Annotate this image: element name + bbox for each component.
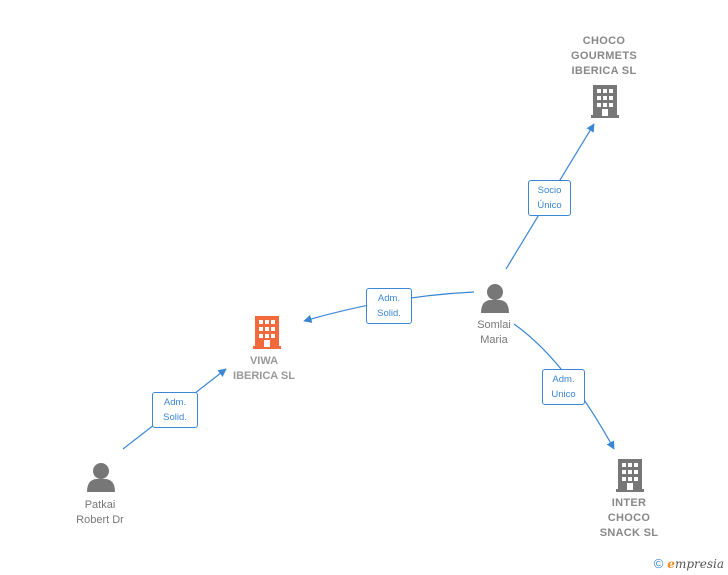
edge-label-adm-unico: Adm. Unico xyxy=(542,369,585,405)
building-icon[interactable] xyxy=(616,459,644,492)
company-label-viwa-iberica[interactable]: VIWA IBERICA SL xyxy=(233,355,295,382)
copyright-icon: © xyxy=(653,556,664,571)
person-label-somlai-maria[interactable]: Somlai Maria xyxy=(477,319,511,346)
building-icon[interactable] xyxy=(591,85,619,118)
person-label-patkai-robert[interactable]: Patkai Robert Dr xyxy=(76,499,124,526)
person-icon[interactable] xyxy=(87,463,115,492)
edge-label-adm-solid-somlai: Adm. Solid. xyxy=(366,288,412,324)
brand-logo: empresia xyxy=(667,556,724,571)
company-label-inter-choco[interactable]: INTER CHOCO SNACK SL xyxy=(599,497,659,539)
footer-brand[interactable]: © empresia xyxy=(654,556,724,571)
edge-label-adm-solid-patkai: Adm. Solid. xyxy=(152,392,198,428)
building-icon[interactable] xyxy=(253,316,281,349)
company-label-choco-gourmets[interactable]: CHOCO GOURMETS IBERICA SL xyxy=(571,35,637,77)
edge-label-socio-unico: Socio Único xyxy=(528,180,571,216)
person-icon[interactable] xyxy=(481,284,509,313)
